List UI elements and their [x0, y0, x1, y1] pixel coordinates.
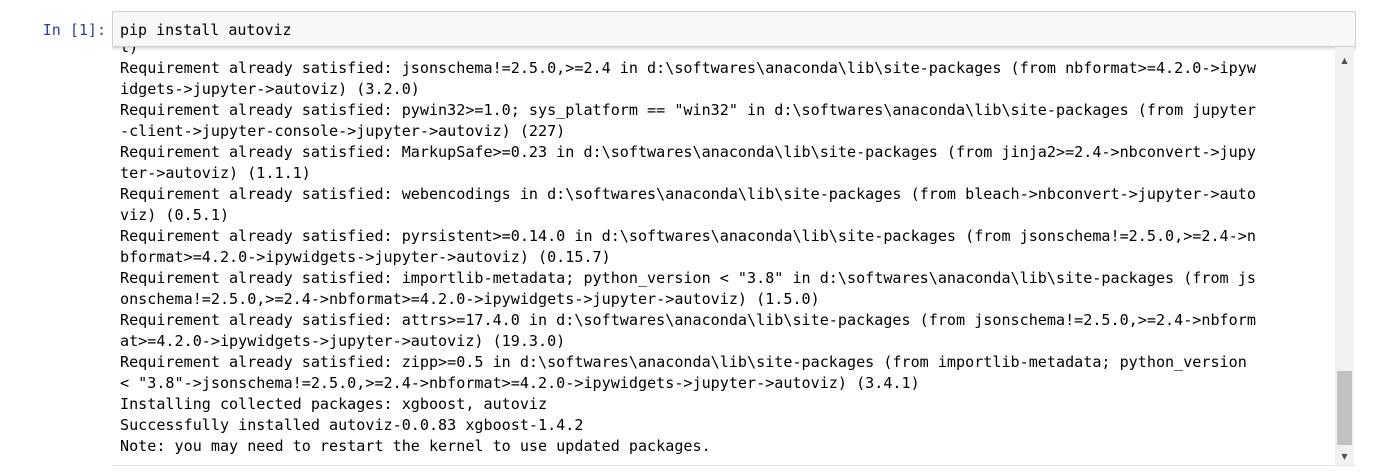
output-line: Requirement already satisfied: zipp>=0.5… [120, 353, 1247, 371]
output-line: Requirement already satisfied: webencodi… [120, 185, 1256, 203]
scrollbar-thumb[interactable] [1337, 371, 1352, 445]
output-line: idgets->jupyter->autoviz) (3.2.0) [120, 80, 420, 98]
output-line: onschema!=2.5.0,>=2.4->nbformat>=4.2.0->… [120, 290, 820, 308]
output-line: bformat>=4.2.0->ipywidgets->jupyter->aut… [120, 248, 611, 266]
output-line: < "3.8"->jsonschema!=2.5.0,>=2.4->nbform… [120, 374, 920, 392]
output-line: Requirement already satisfied: importlib… [120, 269, 1256, 287]
output-line: Note: you may need to restart the kernel… [120, 437, 711, 455]
output-line: ter->autoviz) (1.1.1) [120, 164, 311, 182]
chevron-down-icon[interactable]: ▼ [1341, 452, 1348, 461]
output-line: Requirement already satisfied: attrs>=17… [120, 311, 1256, 329]
output-line: Requirement already satisfied: pyrsisten… [120, 227, 1256, 245]
output-line: -client->jupyter-console->jupyter->autov… [120, 122, 566, 140]
code-input-editor[interactable]: pip install autoviz [112, 11, 1356, 47]
output-line: l) [120, 47, 139, 56]
cell-divider [112, 465, 1356, 466]
chevron-up-icon[interactable]: ▲ [1341, 56, 1348, 65]
code-text[interactable]: pip install autoviz [120, 21, 292, 39]
output-line: Requirement already satisfied: MarkupSaf… [120, 143, 1256, 161]
output-area[interactable]: l) Requirement already satisfied: jsonsc… [112, 47, 1356, 465]
output-text: l) Requirement already satisfied: jsonsc… [120, 47, 1256, 457]
output-line: at>=4.2.0->ipywidgets->jupyter->autoviz)… [120, 332, 566, 350]
output-line: Successfully installed autoviz-0.0.83 xg… [120, 416, 584, 434]
output-scrollbar[interactable]: ▲ ▼ [1335, 47, 1354, 465]
output-line: Requirement already satisfied: pywin32>=… [120, 101, 1256, 119]
input-prompt: In [1]: [42, 21, 106, 39]
output-line: Installing collected packages: xgboost, … [120, 395, 548, 413]
output-line: Requirement already satisfied: jsonschem… [120, 59, 1256, 77]
output-line: viz) (0.5.1) [120, 206, 230, 224]
